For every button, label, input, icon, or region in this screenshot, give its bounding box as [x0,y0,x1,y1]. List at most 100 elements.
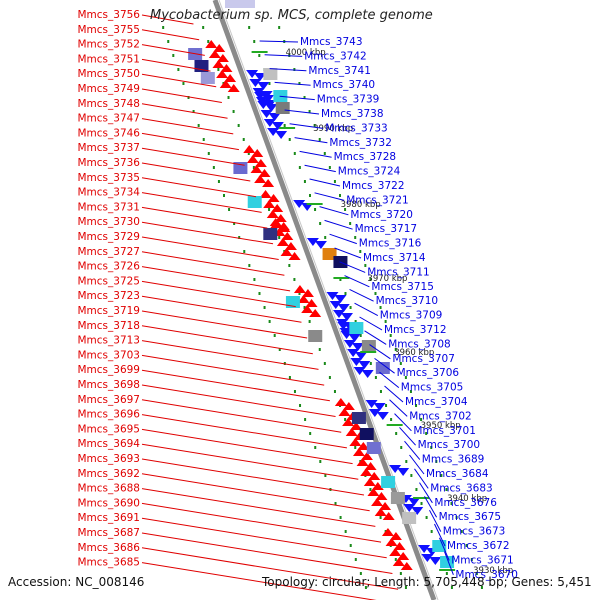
gene-label[interactable]: Mmcs_3732 [329,137,392,149]
gene-label[interactable]: Mmcs_3685 [77,557,140,569]
track-dot [339,516,342,519]
label-leader-line [141,295,302,323]
track-dot [228,208,231,211]
gene-label[interactable]: Mmcs_3741 [308,65,371,77]
gene-label[interactable]: Mmcs_3696 [77,409,140,421]
gene-label[interactable]: Mmcs_3755 [77,24,140,36]
gene-label[interactable]: Mmcs_3718 [77,320,140,332]
gene-label[interactable]: Mmcs_3715 [371,281,434,293]
gene-label[interactable]: Mmcs_3689 [422,454,485,466]
label-leader-line [141,177,257,198]
gene-label[interactable]: Mmcs_3688 [77,483,140,495]
gene-shade-box [263,228,278,240]
gene-label[interactable]: Mmcs_3749 [77,83,140,95]
forward-gene-arrow [301,305,314,313]
gene-label[interactable]: Mmcs_3710 [376,295,439,307]
gene-label[interactable]: Mmcs_3733 [325,122,388,134]
gene-label[interactable]: Mmcs_3700 [418,439,481,451]
gene-features [188,40,455,570]
gene-label[interactable]: Mmcs_3740 [313,79,376,91]
gene-label[interactable]: Mmcs_3729 [77,231,140,243]
gene-label[interactable]: Mmcs_3697 [77,394,140,406]
gene-label[interactable]: Mmcs_3742 [304,50,367,62]
gene-label[interactable]: Mmcs_3720 [350,209,413,221]
track-dot [253,40,256,43]
gene-label[interactable]: Mmcs_3721 [346,194,409,206]
reverse-gene-arrow [262,95,275,103]
gene-label[interactable]: Mmcs_3714 [363,252,426,264]
gene-label[interactable]: Mmcs_3738 [321,108,384,120]
gene-label[interactable]: Mmcs_3713 [77,335,140,347]
gene-shade-box [440,556,455,568]
gene-label[interactable]: Mmcs_3723 [77,290,140,302]
gene-label[interactable]: Mmcs_3699 [77,364,140,376]
gene-label[interactable]: Mmcs_3704 [405,396,468,408]
track-dot [268,208,271,211]
gene-label[interactable]: Mmcs_3712 [384,324,447,336]
track-dot [415,488,418,491]
gene-label[interactable]: Mmcs_3683 [430,482,493,494]
track-dot [455,516,458,519]
gene-label[interactable]: Mmcs_3687 [77,527,140,539]
gene-label[interactable]: Mmcs_3691 [77,512,140,524]
gene-label[interactable]: Mmcs_3692 [77,468,140,480]
gene-label[interactable]: Mmcs_3750 [77,68,140,80]
gene-label[interactable]: Mmcs_3701 [413,425,476,437]
gene-label[interactable]: Mmcs_3748 [77,98,140,110]
gene-label[interactable]: Mmcs_3672 [447,540,510,552]
track-dot [319,460,322,463]
gene-label[interactable]: Mmcs_3708 [388,338,451,350]
track-dot [390,418,393,421]
gene-label[interactable]: Mmcs_3670 [455,569,518,581]
gene-label[interactable]: Mmcs_3673 [443,526,506,538]
gene-label[interactable]: Mmcs_3747 [77,113,140,125]
gene-label[interactable]: Mmcs_3736 [77,157,140,169]
gene-label[interactable]: Mmcs_3724 [338,166,401,178]
gene-label[interactable]: Mmcs_3734 [77,187,140,199]
gene-label[interactable]: Mmcs_3698 [77,379,140,391]
gene-label[interactable]: Mmcs_3722 [342,180,405,192]
gene-label[interactable]: Mmcs_3725 [77,275,140,287]
label-leader-line [369,344,391,360]
gene-label[interactable]: Mmcs_3686 [77,542,140,554]
gene-label[interactable]: Mmcs_3716 [359,238,422,250]
gene-label[interactable]: Mmcs_3737 [77,142,140,154]
forward-gene-arrow [349,438,362,446]
gene-label[interactable]: Mmcs_3756 [77,9,140,21]
gene-label[interactable]: Mmcs_3709 [380,310,443,322]
track-dot [212,166,215,169]
label-leader-line [141,502,382,543]
gene-label[interactable]: Mmcs_3752 [77,39,140,51]
gene-label[interactable]: Mmcs_3728 [334,151,397,163]
gene-label[interactable]: Mmcs_3702 [409,410,472,422]
gene-label[interactable]: Mmcs_3735 [77,172,140,184]
gene-label[interactable]: Mmcs_3731 [77,201,140,213]
gene-label[interactable]: Mmcs_3739 [317,94,380,106]
gene-label[interactable]: Mmcs_3695 [77,423,140,435]
gene-label[interactable]: Mmcs_3694 [77,438,140,450]
gene-label[interactable]: Mmcs_3671 [451,554,514,566]
gene-label[interactable]: Mmcs_3684 [426,468,489,480]
forward-gene-arrow [357,442,370,450]
gene-label[interactable]: Mmcs_3703 [77,349,140,361]
track-dot [480,586,483,589]
gene-label[interactable]: Mmcs_3707 [392,353,455,365]
gene-shade-box [390,492,405,504]
gene-label[interactable]: Mmcs_3706 [397,367,460,379]
gene-label[interactable]: Mmcs_3711 [367,266,430,278]
gene-label[interactable]: Mmcs_3717 [355,223,418,235]
gene-label[interactable]: Mmcs_3730 [77,216,140,228]
gene-label[interactable]: Mmcs_3675 [439,511,502,523]
gene-label[interactable]: Mmcs_3705 [401,382,464,394]
gene-label[interactable]: Mmcs_3693 [77,453,140,465]
track-dot [410,474,413,477]
gene-label[interactable]: Mmcs_3751 [77,53,140,65]
gene-label[interactable]: Mmcs_3719 [77,305,140,317]
gene-label[interactable]: Mmcs_3690 [77,497,140,509]
gene-label[interactable]: Mmcs_3727 [77,246,140,258]
gene-label[interactable]: Mmcs_3746 [77,127,140,139]
axis-tick-label: 3970 kbp [367,274,407,284]
gene-label[interactable]: Mmcs_3743 [300,36,363,48]
gene-label[interactable]: Mmcs_3726 [77,261,140,273]
gene-label[interactable]: Mmcs_3676 [434,497,497,509]
